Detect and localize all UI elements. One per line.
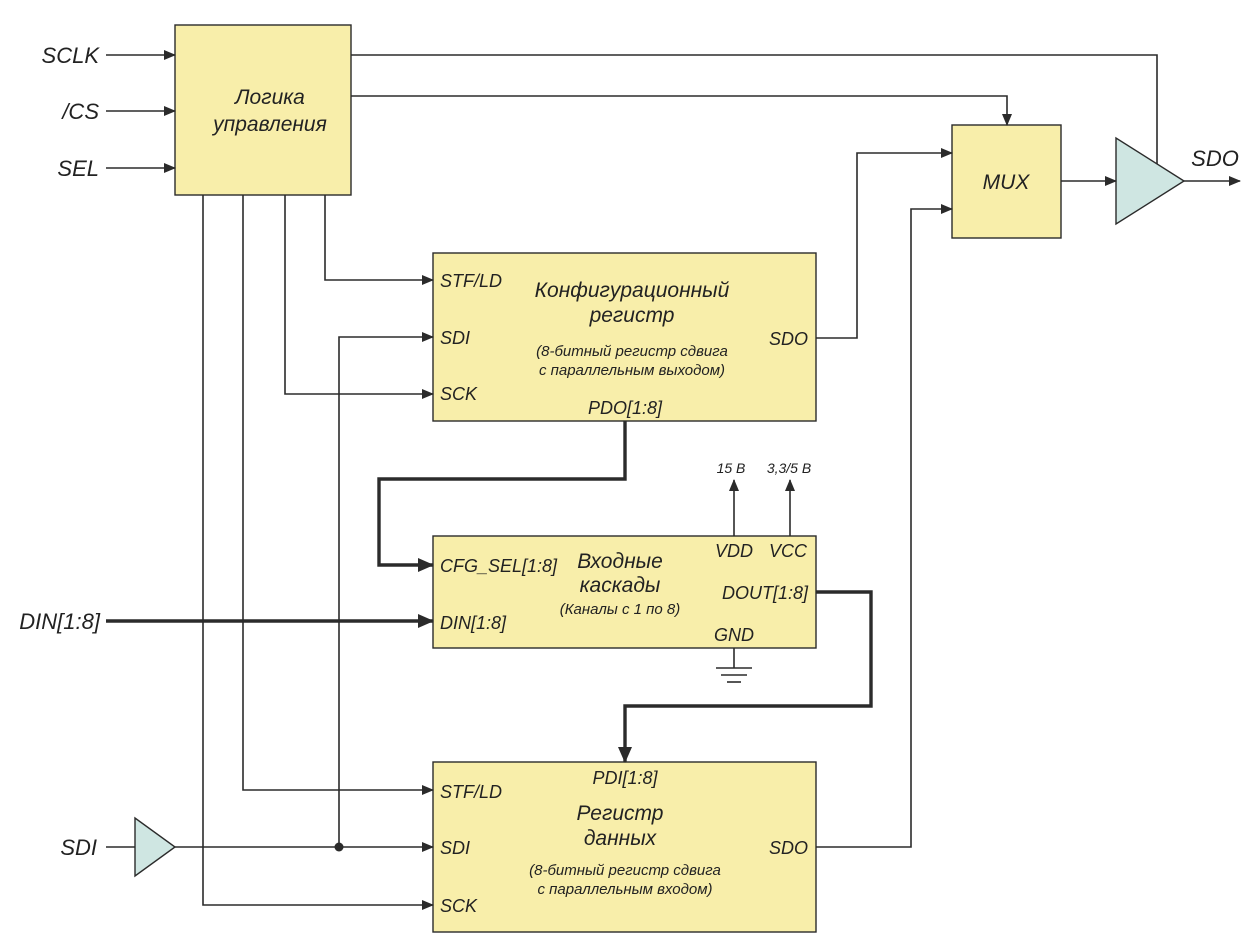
sdi-label: SDI	[60, 835, 97, 860]
in-title-2: каскады	[580, 574, 661, 597]
supply-vdd-label: 15 В	[717, 460, 746, 476]
control-logic-title-1: Логика	[233, 86, 305, 109]
input-buffer-icon	[134, 816, 177, 878]
data-port-stf: STF/LD	[440, 782, 502, 802]
control-logic-block	[174, 24, 352, 196]
data-sck-wire	[202, 195, 434, 910]
in-note: (Каналы с 1 по 8)	[560, 601, 681, 618]
in-port-vcc: VCC	[769, 541, 808, 561]
config-register-block	[432, 252, 817, 422]
in-port-dout: DOUT[1:8]	[722, 583, 809, 603]
cfg-port-sdi: SDI	[440, 328, 470, 348]
din-label: DIN[1:8]	[19, 609, 101, 634]
cfg-sck-wire	[284, 195, 434, 399]
junction-dot	[334, 842, 344, 852]
in-title-1: Входные	[577, 550, 663, 573]
output-buffer-icon	[1115, 136, 1186, 226]
cfg-stf-wire	[324, 195, 434, 285]
dout-bus	[618, 590, 873, 763]
cfg-title-1: Конфигурационный	[535, 279, 730, 302]
data-stf-wire	[242, 195, 434, 795]
cfg-note-2: с параллельным выходом)	[539, 362, 725, 379]
data-title-1: Регистр	[577, 802, 664, 825]
data-port-pdi: PDI[1:8]	[592, 768, 658, 788]
cfg-note-1: (8-битный регистр сдвига	[536, 343, 728, 360]
data-note-1: (8-битный регистр сдвига	[529, 862, 721, 879]
pdo-bus	[377, 421, 627, 572]
cfg-title-2: регистр	[589, 304, 675, 327]
data-port-sdi: SDI	[440, 838, 470, 858]
sclk-label: SCLK	[42, 43, 101, 68]
mux-label: MUX	[983, 171, 1031, 194]
in-port-cfg: CFG_SEL[1:8]	[440, 556, 558, 576]
data-sdo-wire	[816, 204, 953, 848]
ground-icon	[716, 648, 752, 683]
data-note-2: с параллельным входом)	[537, 881, 712, 898]
cfg-port-pdo: PDO[1:8]	[588, 398, 663, 418]
cfg-sdo-wire	[816, 148, 953, 339]
data-port-sdo: SDO	[769, 838, 808, 858]
sdo-output-label: SDO	[1191, 146, 1239, 171]
cfg-port-sck: SCK	[440, 384, 478, 404]
input-stages-block	[432, 535, 817, 649]
mux-select-wire	[351, 95, 1012, 126]
sel-label: SEL	[57, 156, 99, 181]
buffer-enable-wire	[351, 54, 1158, 164]
in-port-gnd: GND	[714, 625, 754, 645]
in-port-din: DIN[1:8]	[440, 613, 507, 633]
cfg-port-stf: STF/LD	[440, 271, 502, 291]
mux-block	[951, 124, 1062, 239]
cs-label: /CS	[60, 99, 99, 124]
cfg-port-sdo: SDO	[769, 329, 808, 349]
in-port-vdd: VDD	[715, 541, 753, 561]
data-title-2: данных	[584, 827, 658, 850]
data-port-sck: SCK	[440, 896, 478, 916]
control-logic-title-2: управления	[211, 113, 327, 136]
supply-vcc-label: 3,3/5 В	[767, 460, 811, 476]
sdi-cfg-wire	[338, 332, 434, 847]
